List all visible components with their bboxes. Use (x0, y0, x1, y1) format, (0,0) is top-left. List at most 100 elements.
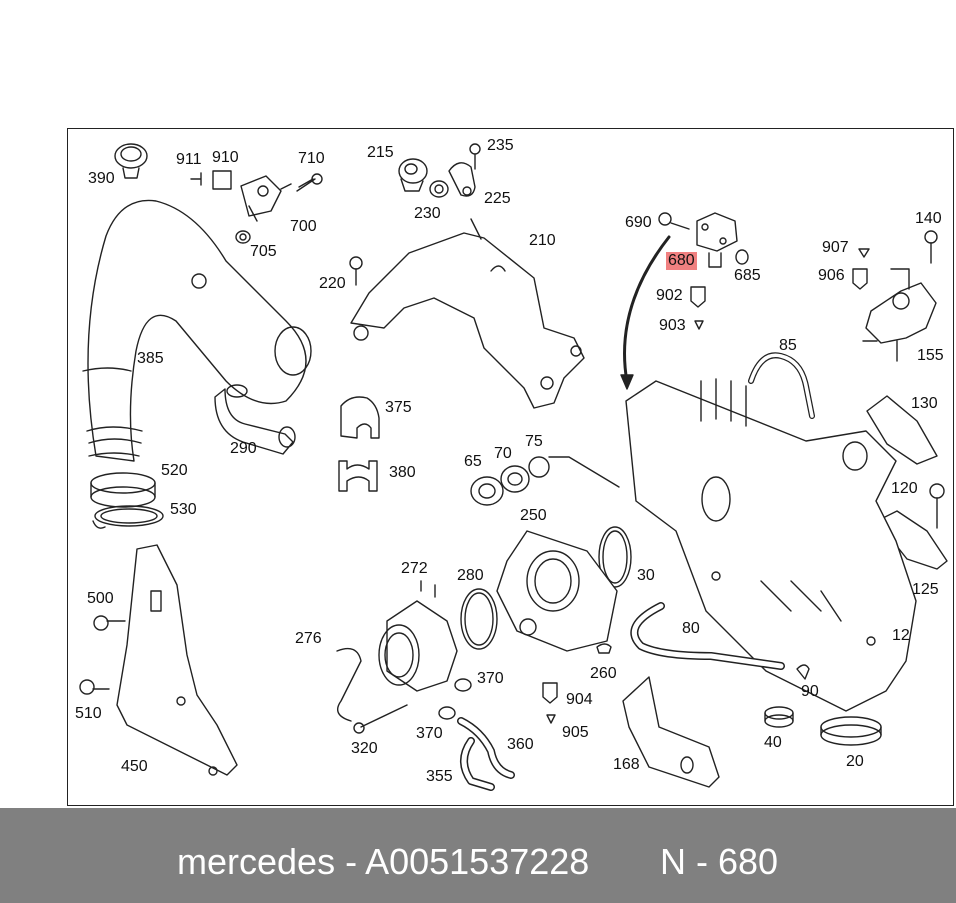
callout-230: 230 (414, 205, 441, 222)
callout-390: 390 (88, 170, 115, 187)
part-904-connector (542, 682, 558, 704)
part-130-bracket (866, 395, 938, 465)
callout-320: 320 (351, 740, 378, 757)
callout-450: 450 (121, 758, 148, 775)
callout-905: 905 (562, 724, 589, 741)
callout-12: 12 (892, 627, 910, 644)
part-510-bolt (79, 679, 110, 695)
part-380-clip (338, 460, 378, 492)
part-75-oring (528, 456, 550, 478)
callout-907: 907 (822, 239, 849, 256)
callout-90: 90 (801, 683, 819, 700)
part-390-cap (114, 143, 148, 179)
part-905-pin (546, 714, 556, 724)
part-906-connector (852, 268, 868, 290)
callout-520: 520 (161, 462, 188, 479)
callout-903: 903 (659, 317, 686, 334)
callout-360: 360 (507, 736, 534, 753)
exploded-parts-drawing (79, 143, 948, 791)
callout-125: 125 (912, 581, 939, 598)
part-705-washer (235, 230, 251, 244)
part-215-fitting (398, 158, 428, 192)
part-530-ring (92, 505, 164, 529)
callout-220: 220 (319, 275, 346, 292)
callout-375: 375 (385, 399, 412, 416)
callout-700: 700 (290, 218, 317, 235)
part-250-throttle-body (496, 530, 618, 652)
callout-272: 272 (401, 560, 428, 577)
part-20-ring (820, 716, 882, 746)
callout-911: 911 (176, 151, 202, 168)
part-500-bolt (93, 615, 126, 631)
part-235-bolt (469, 143, 481, 170)
item-number: N - 680 (660, 841, 779, 882)
callout-385: 385 (137, 350, 164, 367)
part-272-adapter (378, 580, 458, 692)
callout-510: 510 (75, 705, 102, 722)
part-225-bracket (448, 162, 476, 197)
callout-155: 155 (917, 347, 944, 364)
callout-30: 30 (637, 567, 655, 584)
leader-75 (548, 456, 620, 488)
part-902-connector (690, 286, 706, 308)
part-276-clip (336, 647, 362, 722)
part-230-seal (429, 180, 449, 198)
callout-370-lower: 370 (416, 725, 443, 742)
callout-168: 168 (613, 756, 640, 773)
callout-500: 500 (87, 590, 114, 607)
callout-904: 904 (566, 691, 593, 708)
callout-705: 705 (250, 243, 277, 260)
callout-370-upper: 370 (477, 670, 504, 687)
part-290-hose (214, 384, 296, 455)
part-375-clip (340, 396, 380, 439)
callout-40: 40 (764, 734, 782, 751)
part-80-hose (630, 602, 785, 670)
callout-140: 140 (915, 210, 942, 227)
callout-210: 210 (529, 232, 556, 249)
part-690-bolt (658, 212, 690, 230)
callout-680-highlighted: 680 (666, 252, 697, 270)
part-360-hose (457, 717, 515, 779)
callout-910: 910 (212, 149, 239, 166)
part-710-bolt (296, 173, 323, 192)
part-220-bolt (349, 256, 363, 286)
callout-710: 710 (298, 150, 325, 167)
callout-235: 235 (487, 137, 514, 154)
brand-part-number: mercedes - A0051537228 (177, 841, 590, 882)
part-903-pin (694, 320, 704, 330)
callout-530: 530 (170, 501, 197, 518)
part-120-bolt (929, 483, 945, 529)
part-385-intake-hose (82, 199, 312, 462)
part-680-sensor (696, 212, 738, 268)
part-210-bracket (350, 218, 585, 409)
callout-690: 690 (625, 214, 652, 231)
diagram-frame (67, 128, 954, 806)
callout-380: 380 (389, 464, 416, 481)
part-685-seal (735, 249, 749, 265)
part-355-hose (460, 737, 495, 791)
callout-75: 75 (525, 433, 543, 450)
callout-260: 260 (590, 665, 617, 682)
part-65-seal (470, 476, 504, 506)
callout-902: 902 (656, 287, 683, 304)
part-155-valve (862, 268, 937, 362)
callout-130: 130 (911, 395, 938, 412)
part-520-clamp (90, 472, 156, 508)
part-450-bracket (116, 544, 238, 776)
part-910-sensor (190, 170, 292, 222)
callout-355: 355 (426, 768, 453, 785)
callout-215: 215 (367, 144, 394, 161)
part-90-clip (796, 664, 810, 680)
part-140-bolt (924, 230, 938, 264)
callout-250: 250 (520, 507, 547, 524)
part-907-pin (858, 248, 870, 258)
callout-120: 120 (891, 480, 918, 497)
part-370-clamp (438, 678, 472, 720)
part-70-ring (500, 465, 530, 493)
callout-906: 906 (818, 267, 845, 284)
part-12-intake-manifold (625, 378, 917, 712)
callout-290: 290 (230, 440, 257, 457)
part-85-hose (748, 352, 815, 419)
part-40-clamp (764, 706, 794, 728)
callout-80: 80 (682, 620, 700, 637)
